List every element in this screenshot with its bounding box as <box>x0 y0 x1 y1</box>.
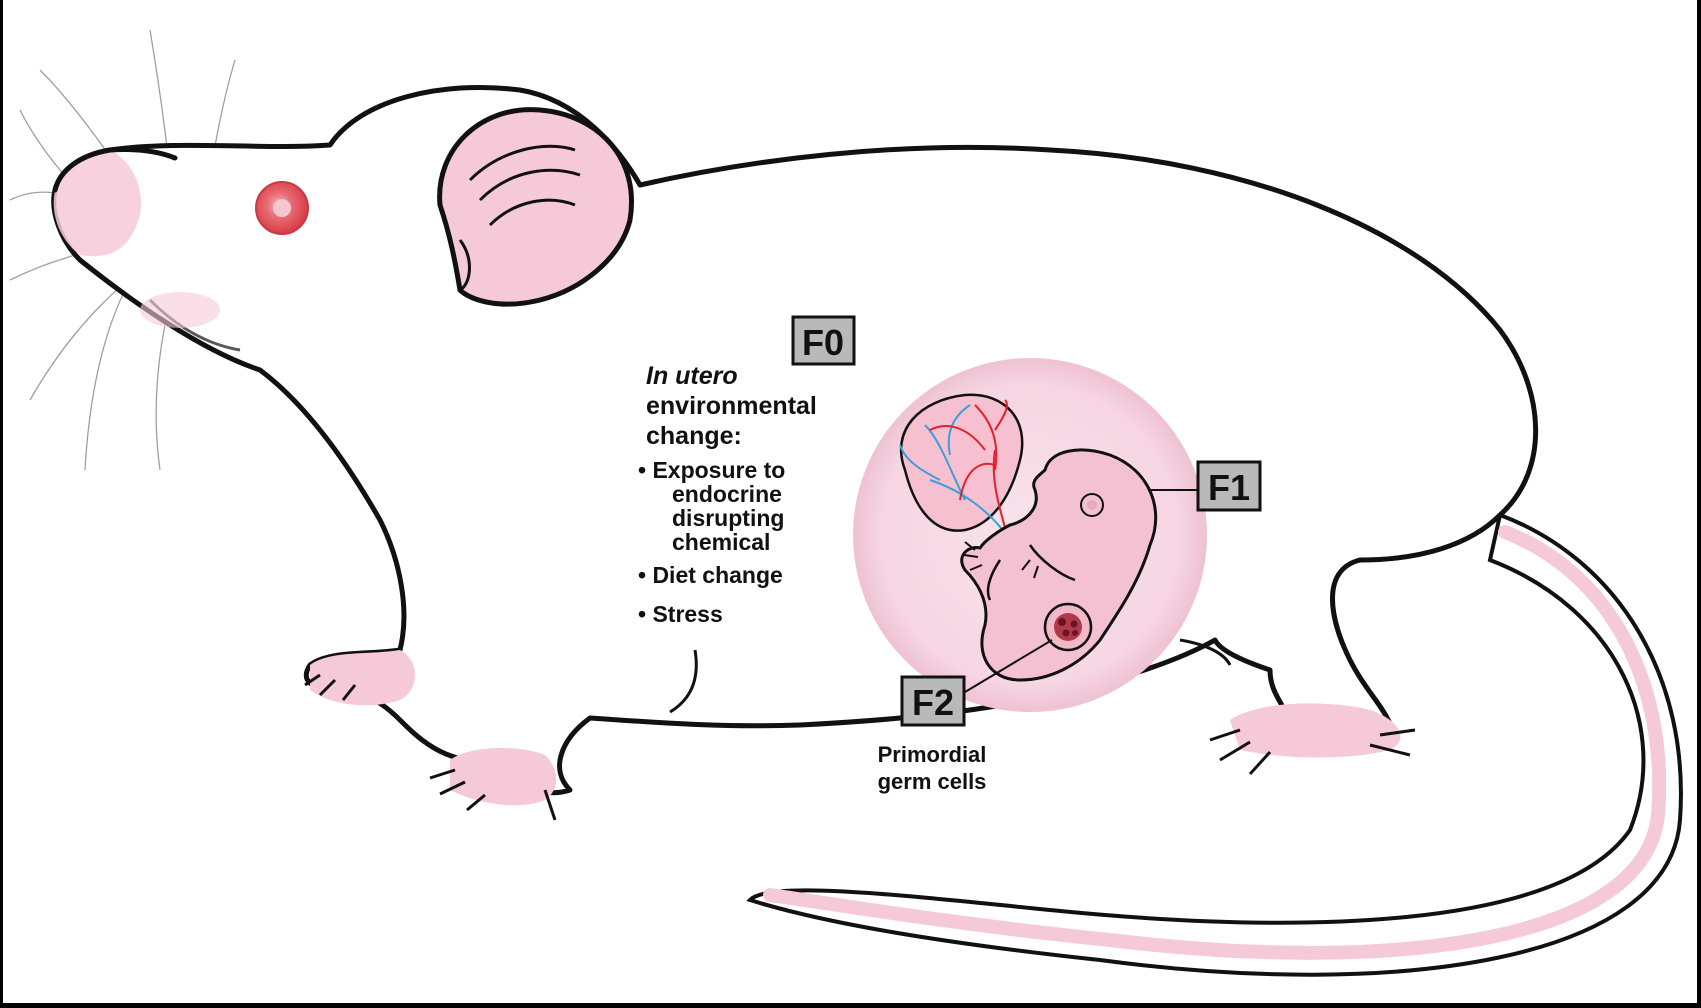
heading-line3: change: <box>646 422 742 450</box>
bullet1-line1: • Exposure to <box>638 457 785 483</box>
svg-text:germ cells: germ cells <box>878 769 987 794</box>
svg-text:Primordial: Primordial <box>878 742 987 767</box>
heading-line2: environmental <box>646 392 817 420</box>
svg-text:F0: F0 <box>802 322 844 363</box>
bullet1-line4: chemical <box>672 529 770 555</box>
bullet1-line3: disrupting <box>672 505 784 531</box>
heading-italic: In utero <box>646 362 738 390</box>
svg-text:F1: F1 <box>1208 467 1250 508</box>
f0-label: F0 <box>793 317 854 364</box>
svg-text:F2: F2 <box>912 682 954 723</box>
germ-cell-icon <box>1045 604 1091 650</box>
bullet3: • Stress <box>638 601 723 627</box>
f2-label: F2 <box>902 677 964 725</box>
f1-label: F1 <box>1198 462 1260 510</box>
bullet2: • Diet change <box>638 562 783 588</box>
bullet1-line2: endocrine <box>672 481 782 507</box>
